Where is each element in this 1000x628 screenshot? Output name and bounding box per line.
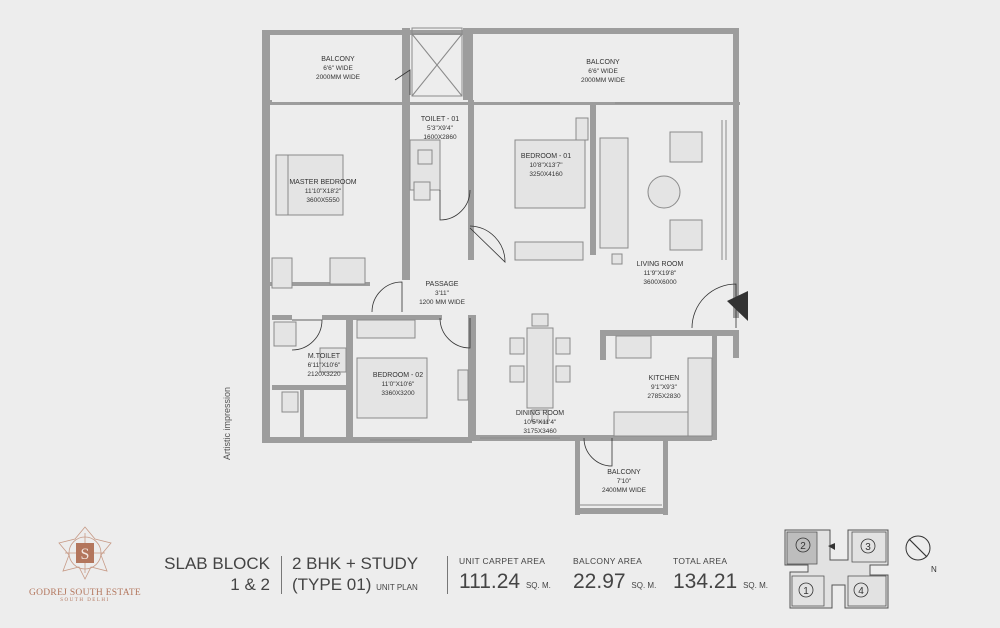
svg-text:2400MM WIDE: 2400MM WIDE <box>602 487 647 494</box>
brand-location: SOUTH DELHI <box>60 598 110 603</box>
balcony-area: BALCONY AREA 22.97 SQ. M. <box>573 556 656 594</box>
area-unit: SQ. M. <box>743 581 768 590</box>
svg-text:10'5"X11'4": 10'5"X11'4" <box>524 419 557 426</box>
block-line-2: 1 & 2 <box>230 575 270 594</box>
room-label-balcony-top: BALCONY 6'6" WIDE 2000MM WIDE <box>581 59 626 84</box>
svg-text:6'11"X10'6": 6'11"X10'6" <box>308 362 341 369</box>
block-label: SLAB BLOCK 1 & 2 <box>160 553 270 595</box>
divider <box>447 556 448 594</box>
room-label-living-room: LIVING ROOM 11'9"X19'8" 3600X6000 <box>637 261 684 286</box>
room-label-kitchen: KITCHEN 9'1"X9'3" 2785X2830 <box>647 375 681 400</box>
svg-text:6'6" WIDE: 6'6" WIDE <box>588 68 618 75</box>
svg-text:BALCONY: BALCONY <box>321 56 355 63</box>
svg-text:5'3"X9'4": 5'3"X9'4" <box>427 125 454 132</box>
svg-text:3600X5550: 3600X5550 <box>306 197 340 204</box>
key-unit-1 <box>798 582 814 598</box>
key-unit-3 <box>860 538 876 554</box>
area-label: TOTAL AREA <box>673 556 728 566</box>
brand-name: GODREJ SOUTH ESTATE <box>28 588 142 598</box>
room-label-toilet-01: TOILET - 01 5'3"X9'4" 1600X2860 <box>421 116 459 141</box>
svg-text:BEDROOM - 01: BEDROOM - 01 <box>521 153 571 160</box>
room-label-dining-room: DINING ROOM 10'5"X11'4" 3175X3460 <box>516 410 564 435</box>
svg-text:N: N <box>931 565 937 574</box>
area-label: BALCONY AREA <box>573 556 643 566</box>
svg-text:DINING ROOM: DINING ROOM <box>516 410 564 417</box>
room-label-m-toilet: M.TOILET 6'11"X10'6" 2120X3220 <box>307 353 341 378</box>
key-plan: 2 3 1 4 <box>784 529 889 609</box>
svg-text:11'9"X19'8": 11'9"X19'8" <box>644 270 677 277</box>
room-label-bedroom-02: BEDROOM - 02 11'0"X10'6" 3360X3200 <box>373 372 423 397</box>
svg-text:1600X2860: 1600X2860 <box>423 134 457 141</box>
svg-text:3: 3 <box>865 542 871 553</box>
unit-type-line-2: (TYPE 01) <box>292 575 372 594</box>
room-label-passage: PASSAGE 3'11" 1200 MM WIDE <box>419 281 466 306</box>
area-value: 22.97 <box>573 570 626 593</box>
brand-logo: S GODREJ SOUTH ESTATE SOUTH DELHI <box>20 525 150 603</box>
svg-text:PASSAGE: PASSAGE <box>426 281 459 288</box>
svg-text:BALCONY: BALCONY <box>586 59 620 66</box>
svg-text:BEDROOM - 02: BEDROOM - 02 <box>373 372 423 379</box>
svg-text:2000MM WIDE: 2000MM WIDE <box>316 74 361 81</box>
divider <box>281 556 282 594</box>
svg-text:3'11": 3'11" <box>435 290 450 297</box>
svg-text:2785X2830: 2785X2830 <box>647 393 681 400</box>
svg-text:LIVING ROOM: LIVING ROOM <box>637 261 684 268</box>
svg-text:KITCHEN: KITCHEN <box>649 375 680 382</box>
svg-text:3600X6000: 3600X6000 <box>643 279 677 286</box>
room-label-master-bedroom: MASTER BEDROOM 11'10"X18'2" 3600X5550 <box>289 179 356 204</box>
walls <box>262 28 740 515</box>
svg-text:11'0"X10'6": 11'0"X10'6" <box>382 381 415 388</box>
entrance-arrow-icon <box>727 291 748 321</box>
svg-text:10'8"X13'7": 10'8"X13'7" <box>529 162 563 169</box>
unit-type: 2 BHK + STUDY (TYPE 01) UNIT PLAN <box>292 553 418 598</box>
svg-text:1: 1 <box>803 586 809 597</box>
svg-text:3175X3460: 3175X3460 <box>523 428 557 435</box>
key-unit-2 <box>795 537 811 553</box>
total-area: TOTAL AREA 134.21 SQ. M. <box>673 556 768 594</box>
area-value: 111.24 <box>459 570 521 593</box>
unit-plan-label: UNIT PLAN <box>376 583 418 592</box>
room-label-bedroom-01: BEDROOM - 01 10'8"X13'7" 3250X4160 <box>521 153 571 178</box>
room-label-balcony-left: BALCONY 6'6" WIDE 2000MM WIDE <box>316 56 361 81</box>
svg-text:3250X4160: 3250X4160 <box>529 171 563 178</box>
svg-text:3360X3200: 3360X3200 <box>381 390 415 397</box>
svg-text:6'6" WIDE: 6'6" WIDE <box>323 65 353 72</box>
svg-text:2: 2 <box>800 541 806 552</box>
svg-text:2120X3220: 2120X3220 <box>307 371 341 378</box>
svg-text:1200 MM WIDE: 1200 MM WIDE <box>419 299 466 306</box>
key-unit-4 <box>853 582 869 598</box>
svg-text:4: 4 <box>858 586 864 597</box>
brand-emblem-icon: S <box>58 526 112 580</box>
windows <box>300 27 727 506</box>
area-unit: SQ. M. <box>631 581 657 590</box>
artistic-impression-note: Artistic impression <box>222 386 232 460</box>
room-label-balcony-bottom: BALCONY 7'10" 2400MM WIDE <box>602 469 647 494</box>
unit-type-line-1: 2 BHK + STUDY <box>292 554 419 573</box>
area-label: UNIT CARPET AREA <box>459 556 546 566</box>
svg-text:M.TOILET: M.TOILET <box>308 353 341 360</box>
compass-icon: N <box>905 535 937 574</box>
area-value: 134.21 <box>673 570 738 593</box>
svg-text:BALCONY: BALCONY <box>607 469 641 476</box>
svg-text:9'1"X9'3": 9'1"X9'3" <box>651 384 678 391</box>
svg-text:MASTER BEDROOM: MASTER BEDROOM <box>289 179 356 186</box>
doors <box>291 69 737 467</box>
svg-text:11'10"X18'2": 11'10"X18'2" <box>305 188 342 195</box>
svg-text:S: S <box>81 546 90 563</box>
area-unit: SQ. M. <box>525 581 551 590</box>
carpet-area: UNIT CARPET AREA 111.24 SQ. M. <box>459 556 551 594</box>
svg-text:2000MM WIDE: 2000MM WIDE <box>581 77 626 84</box>
svg-text:TOILET - 01: TOILET - 01 <box>421 116 459 123</box>
svg-text:7'10": 7'10" <box>617 478 632 485</box>
block-line-1: SLAB BLOCK <box>164 554 270 573</box>
furniture <box>271 117 713 437</box>
